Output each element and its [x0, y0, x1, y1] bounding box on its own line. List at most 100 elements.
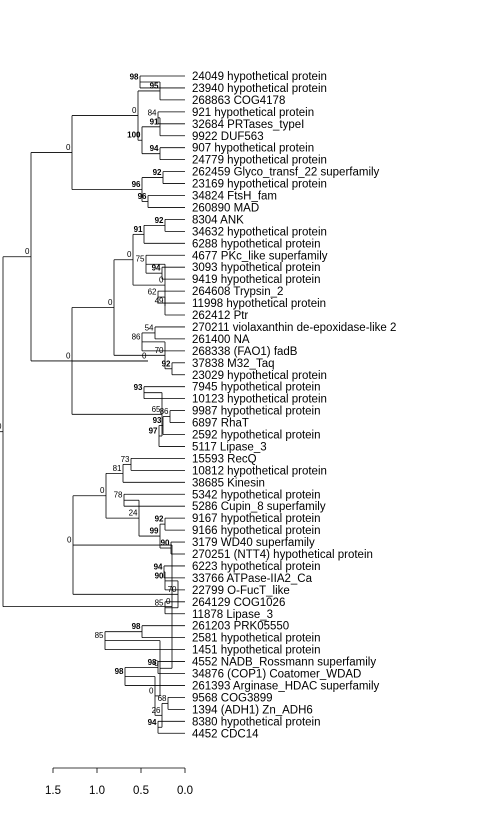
- bootstrap-value: 97: [149, 426, 158, 435]
- leaf-label: 2592 hypothetical protein: [192, 430, 321, 442]
- bootstrap-value: 92: [155, 515, 164, 524]
- bootstrap-value: 70: [155, 346, 164, 355]
- leaf-label: 261400 NA: [192, 334, 250, 346]
- bootstrap-value: 90: [161, 539, 170, 548]
- bootstrap-value: 85: [155, 598, 164, 607]
- bootstrap-value: 0: [25, 247, 30, 256]
- bootstrap-value: 98: [132, 622, 141, 631]
- leaf-label: 22799 O-FucT_like: [192, 585, 290, 597]
- bootstrap-value: 68: [158, 694, 167, 703]
- leaf-label: 23940 hypothetical protein: [192, 83, 327, 95]
- leaf-label: 9922 DUF563: [192, 131, 264, 143]
- bootstrap-value: 81: [113, 464, 122, 473]
- bootstrap-value: 84: [148, 108, 157, 117]
- bootstrap-value: 0: [159, 276, 164, 285]
- leaf-label: 24049 hypothetical protein: [192, 71, 327, 83]
- bootstrap-value: 75: [136, 255, 145, 264]
- scale-tick-label: 0.5: [133, 785, 149, 797]
- leaf-label: 34824 FtsH_fam: [192, 191, 277, 203]
- leaf-label: 262459 Glyco_transf_22 superfamily: [192, 167, 380, 179]
- leaf-label: 270251 (NTT4) hypothetical protein: [192, 549, 373, 561]
- scale-bar: 1.5 1.0 0.5 0.0: [45, 767, 193, 797]
- leaf-label: 4677 PKc_like superfamily: [192, 250, 328, 262]
- bootstrap-value: 94: [152, 264, 161, 273]
- bootstrap-value: 99: [150, 527, 159, 536]
- bootstrap-value: 0: [0, 422, 2, 431]
- leaf-label: 4552 NADB_Rossmann superfamily: [192, 657, 376, 669]
- bootstrap-value: 86: [132, 332, 141, 341]
- leaf-label: 264608 Trypsin_2: [192, 286, 283, 298]
- leaf-label: 34876 (COP1) Coatomer_WDAD: [192, 669, 361, 681]
- leaf-label: 11878 Lipase_3: [192, 609, 273, 621]
- leaf-label: 5286 Cupin_8 superfamily: [192, 501, 326, 513]
- bootstrap-value: 0: [108, 298, 113, 307]
- bootstrap-value: 90: [155, 571, 164, 580]
- bootstrap-value: 54: [145, 323, 154, 332]
- leaf-label: 5117 Lipase_3: [192, 441, 267, 453]
- leaf-label: 3179 WD40 superfamily: [192, 537, 315, 549]
- bootstrap-value: 0: [66, 351, 71, 360]
- bootstrap-value: 94: [150, 144, 159, 153]
- leaf-label: 9987 hypothetical protein: [192, 406, 321, 418]
- leaf-label: 32684 PRTases_typeI: [192, 119, 304, 131]
- leaf-label: 907 hypothetical protein: [192, 143, 314, 155]
- bootstrap-value: 93: [134, 383, 143, 392]
- leaf-label: 9167 hypothetical protein: [192, 513, 321, 525]
- leaf-label: 37838 M32_Taq: [192, 358, 274, 370]
- leaf-label: 9419 hypothetical protein: [192, 274, 321, 286]
- scale-tick-label: 1.0: [89, 785, 105, 797]
- leaf-label: 3093 hypothetical protein: [192, 262, 321, 274]
- bootstrap-value: 91: [134, 225, 143, 234]
- bootstrap-value: 98: [115, 667, 124, 676]
- leaf-label: 24779 hypothetical protein: [192, 155, 327, 167]
- bootstrap-value: 85: [95, 631, 104, 640]
- leaf-label: 6223 hypothetical protein: [192, 561, 321, 573]
- bootstrap-value: 0: [166, 597, 171, 606]
- bootstrap-value: 0: [154, 659, 159, 668]
- leaf-label: 11998 hypothetical protein: [192, 298, 326, 310]
- bootstrap-value: 0: [142, 351, 147, 360]
- leaf-label: 270211 violaxanthin de-epoxidase-like 2: [192, 322, 396, 334]
- bootstrap-value: 94: [154, 562, 163, 571]
- bootstrap-value: 49: [155, 297, 164, 306]
- scale-tick-label: 0.0: [177, 785, 193, 797]
- bootstrap-value: 98: [148, 658, 157, 667]
- leaf-label: 15593 RecQ: [192, 453, 257, 465]
- leaf-label: 7945 hypothetical protein: [192, 382, 321, 394]
- leaf-label: 34632 hypothetical protein: [192, 226, 327, 238]
- leaf-label: 8380 hypothetical protein: [192, 716, 321, 728]
- bootstrap-value: 91: [150, 117, 159, 126]
- bootstrap-value: 65: [152, 405, 161, 414]
- leaf-label: 261203 PRK05550: [192, 621, 289, 633]
- tree-branches: [0, 75, 185, 734]
- bootstrap-value: 26: [152, 706, 161, 715]
- bootstrap-value: 93: [153, 416, 162, 425]
- bootstrap-value: 62: [148, 288, 157, 297]
- leaf-label: 38685 Kinesin: [192, 477, 265, 489]
- bootstrap-value: 100: [127, 131, 141, 140]
- bootstrap-value: 96: [132, 180, 141, 189]
- bootstrap-value: 0: [67, 536, 72, 545]
- bootstrap-value: 96: [138, 192, 147, 201]
- leaf-label: 260890 MAD: [192, 202, 259, 214]
- bootstrap-value: 0: [66, 143, 71, 152]
- bootstrap-value: 0: [127, 250, 132, 259]
- bootstrap-value: 24: [129, 509, 138, 518]
- bootstrap-value: 78: [114, 491, 123, 500]
- leaf-label: 9166 hypothetical protein: [192, 525, 321, 537]
- leaf-label: 10812 hypothetical protein: [192, 465, 327, 477]
- leaf-label: 10123 hypothetical protein: [192, 394, 327, 406]
- leaf-label: 2581 hypothetical protein: [192, 633, 321, 645]
- leaf-label: 268863 COG4178: [192, 95, 285, 107]
- leaf-label: 1394 (ADH1) Zn_ADH6: [192, 704, 313, 716]
- leaf-label: 4452 CDC14: [192, 728, 259, 740]
- bootstrap-value: 98: [130, 72, 139, 81]
- bootstrap-value: 73: [121, 455, 130, 464]
- bootstrap-value: 0: [149, 686, 154, 695]
- leaf-label: 23029 hypothetical protein: [192, 370, 327, 382]
- bootstrap-value: 92: [153, 168, 162, 177]
- bootstrap-value: 0: [100, 486, 105, 495]
- leaf-label: 5342 hypothetical protein: [192, 489, 321, 501]
- bootstrap-labels: 9895849194100092969609291947562490054869…: [0, 72, 177, 726]
